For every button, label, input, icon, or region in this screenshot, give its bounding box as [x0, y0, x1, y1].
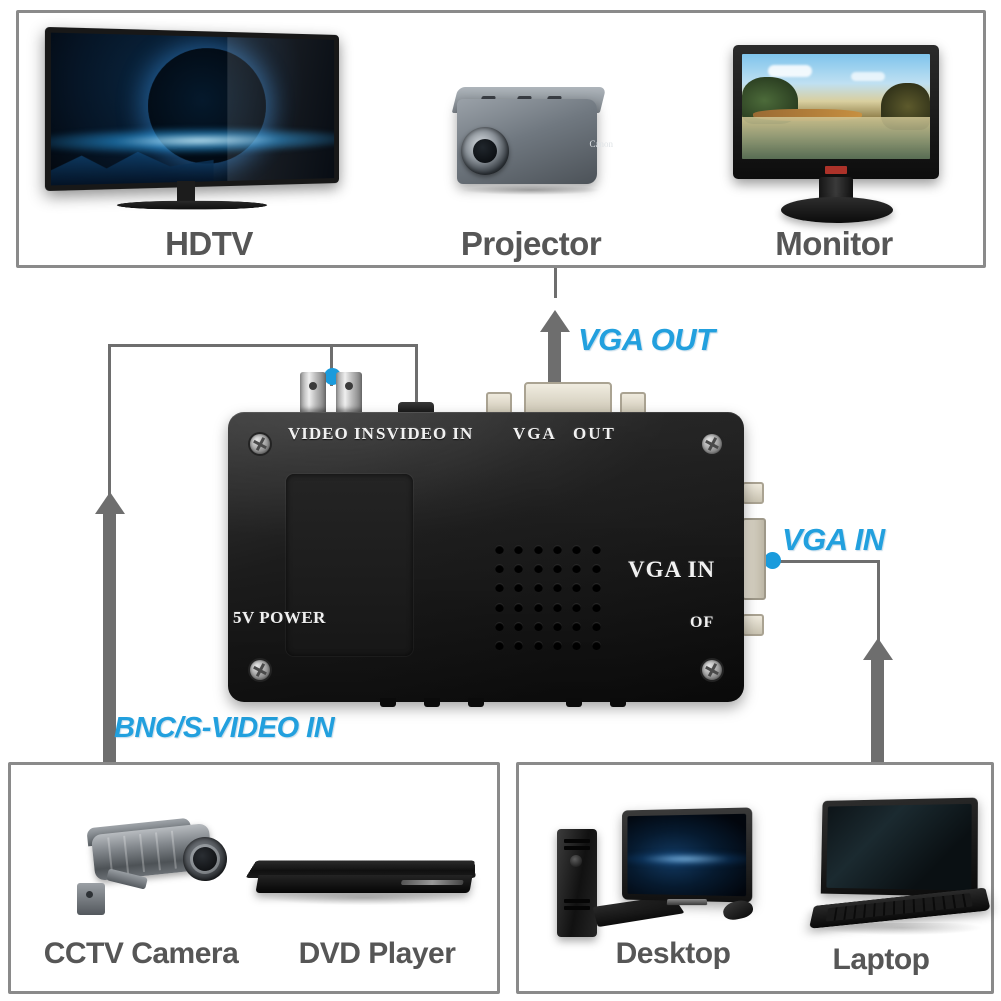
- bnc-line-left-vertical-upper: [108, 344, 111, 504]
- monitor-screen: [742, 54, 930, 159]
- bnc-svideo-arrow: [95, 492, 125, 514]
- callout-vga-out: VGA OUT: [578, 322, 715, 358]
- device-screw-top-left: [250, 434, 270, 454]
- device-label-hdtv: HDTV: [79, 225, 339, 263]
- device-screw-top-right: [702, 434, 722, 454]
- monitor-wallpaper-water: [742, 117, 930, 159]
- desktop-monitor-stand: [667, 899, 708, 905]
- device-foot-5: [610, 698, 626, 707]
- cctv-camera-image: [63, 815, 233, 925]
- svideo-connector: [398, 402, 434, 412]
- cctv-wall-mount: [77, 871, 147, 915]
- device-foot-4: [566, 698, 582, 707]
- monitor-image: [723, 45, 949, 231]
- device-label-projector: Projector: [381, 225, 681, 263]
- laptop-screen: [826, 804, 971, 891]
- vga-out-port: [524, 382, 612, 416]
- vga-out-arrow: [540, 310, 570, 332]
- output-devices-group: Canon HDTV Projector Monitor: [16, 10, 986, 268]
- cctv-mount-plate: [77, 883, 105, 915]
- monitor-wallpaper-cloud: [851, 72, 885, 81]
- projector-image: Canon: [437, 81, 627, 206]
- hdtv-stand: [117, 181, 267, 221]
- device-label-laptop: Laptop: [781, 943, 981, 977]
- vga-converter-box[interactable]: VIDEO IN SVIDEO IN VGA OUT VGA IN 5V POW…: [228, 412, 744, 702]
- laptop-keyboard: [826, 893, 973, 921]
- dvd-front-panel: [255, 875, 472, 893]
- desktop-monitor: [622, 807, 752, 902]
- bnc-connector-left: [300, 372, 326, 412]
- device-label-desktop: Desktop: [563, 937, 783, 971]
- desktop-monitor-screen: [627, 814, 746, 896]
- projector-shadow: [461, 185, 601, 195]
- callout-bnc-svideo-in: BNC/S-VIDEO IN: [114, 712, 334, 745]
- device-screw-bottom-left: [250, 660, 270, 680]
- device-foot-1: [380, 698, 396, 707]
- cctv-mount-arm: [106, 868, 148, 889]
- callout-vga-in: VGA IN: [782, 522, 885, 558]
- device-recessed-panel: [286, 474, 413, 656]
- hdtv-screen: [45, 27, 339, 191]
- analog-input-devices-group: CCTV Camera DVD Player: [8, 762, 500, 994]
- vga-in-connection-dot: [764, 552, 781, 569]
- device-foot-3: [468, 698, 484, 707]
- device-foot-2: [424, 698, 440, 707]
- projector-brand-text: Canon: [590, 139, 614, 149]
- hdtv-stand-base: [114, 201, 269, 209]
- monitor-bezel: [733, 45, 939, 179]
- device-vent-grid: [490, 540, 606, 655]
- device-screw-bottom-right: [702, 660, 722, 680]
- port-label-video-in: VIDEO IN: [288, 424, 375, 444]
- dvd-control-strip: [401, 880, 464, 885]
- port-label-svideo-in: SVIDEO IN: [376, 424, 473, 444]
- vga-out-line-vertical-top: [554, 268, 557, 298]
- port-label-vga-in: VGA IN: [628, 557, 715, 583]
- dvd-shadow: [265, 893, 465, 905]
- device-label-cctv-camera: CCTV Camera: [21, 937, 261, 971]
- desktop-tower: [557, 829, 597, 937]
- hdtv-stand-neck: [177, 181, 195, 203]
- laptop-lid: [821, 798, 978, 897]
- port-label-5v-power: 5V POWER: [233, 608, 326, 628]
- desktop-power-led: [570, 855, 582, 867]
- monitor-brand-logo: [825, 166, 847, 174]
- dvd-player-image: [251, 845, 479, 917]
- hdtv-image: [59, 31, 359, 231]
- vga-in-line-horizontal: [770, 560, 880, 563]
- vga-in-screw-top: [742, 482, 764, 504]
- monitor-wallpaper-cloud: [768, 65, 812, 77]
- desktop-computer-image: [555, 793, 781, 943]
- laptop-image: [803, 799, 993, 941]
- projector-lens: [461, 127, 509, 175]
- port-label-of: OF: [690, 614, 714, 632]
- vga-in-arrow-stem: [871, 658, 884, 765]
- hdtv-screen-sheen: [228, 37, 335, 181]
- vga-in-port: [742, 518, 766, 600]
- device-label-monitor: Monitor: [709, 225, 959, 263]
- computer-input-devices-group: Desktop Laptop: [516, 762, 994, 994]
- port-label-out: OUT: [573, 424, 616, 444]
- device-label-dvd-player: DVD Player: [257, 937, 497, 971]
- bnc-connector-right: [336, 372, 362, 412]
- port-label-vga: VGA: [513, 424, 557, 444]
- vga-in-arrow: [863, 638, 893, 660]
- vga-in-screw-bottom: [742, 614, 764, 636]
- bnc-bracket-horizontal: [108, 344, 418, 347]
- monitor-stand-base: [781, 197, 893, 223]
- laptop-shadow: [821, 923, 981, 935]
